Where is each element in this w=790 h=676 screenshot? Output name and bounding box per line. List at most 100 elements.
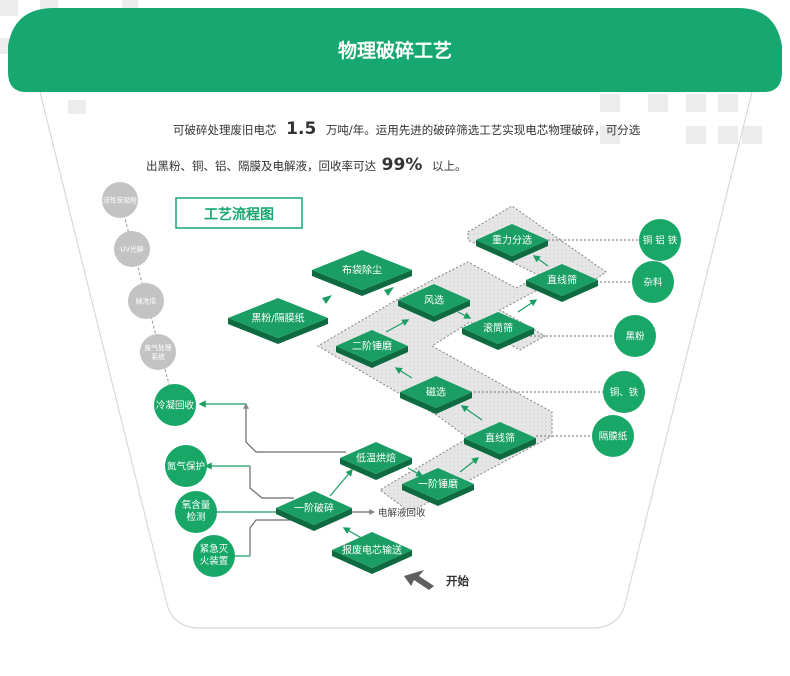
tile-top — [462, 312, 534, 344]
tile-top — [340, 442, 412, 474]
tile-budai-chuchen: 布袋除尘 — [312, 250, 412, 296]
exhaust-label-system-2: 系统 — [151, 352, 165, 361]
intro-recovery-number: 99% — [382, 155, 423, 175]
intro-line-2-after: 以上。 — [432, 159, 467, 173]
tile-side — [476, 240, 548, 262]
tile-top — [400, 376, 472, 408]
tile-side — [336, 346, 408, 368]
output-circle-cu-al-fe — [639, 219, 681, 261]
exhaust-label-system-1: 废气处理 — [144, 343, 171, 352]
tile-label-cixuan: 磁选 — [426, 386, 446, 399]
page-title: 物理破碎工艺 — [338, 39, 452, 62]
intro-line-1-before: 可破碎处理废旧电芯 — [173, 123, 277, 137]
tile-fengxuan: 风选 — [398, 284, 470, 322]
intro-line-1-after: 万吨/年。运用先进的破碎筛选工艺实现电芯物理破碎，可分选 — [326, 123, 641, 137]
output-circle-black-powder — [614, 315, 656, 357]
tile-label-yijie-chuimo: 一阶锤磨 — [418, 478, 458, 491]
label-oxygen-detection-1: 氧含量 — [182, 499, 211, 511]
connectors — [198, 239, 640, 560]
exhaust-node-uv — [114, 231, 150, 267]
tile-label-fengxuan: 风选 — [424, 294, 444, 307]
exhaust-node-system — [140, 334, 176, 370]
tile-side — [526, 280, 598, 302]
tile-side — [228, 318, 328, 344]
tile-yijie-posui: 一阶破碎 — [276, 491, 352, 531]
tile-top — [336, 330, 408, 362]
tile-top — [332, 532, 412, 568]
output-circle-cu-fe — [603, 371, 645, 413]
flow-title-box — [175, 197, 303, 229]
tile-side — [312, 270, 412, 296]
funnel-outline — [39, 91, 753, 629]
start-label: 开始 — [446, 574, 469, 588]
tile-side — [402, 484, 474, 506]
tile-side — [464, 438, 536, 460]
exhaust-label-alkali: 碱洗塔 — [136, 297, 157, 306]
tile-top — [276, 491, 352, 525]
tile-side — [340, 458, 412, 480]
tile-label-heifen-gemozhi: 黑粉/隔膜纸 — [251, 312, 304, 325]
tile-label-diwen-hongbei: 低温烘焙 — [356, 452, 396, 465]
output-label-cu-fe: 铜、铁 — [610, 387, 639, 399]
exhaust-column: 活性炭吸附 UV光解 碱洗塔 废气处理 系统 — [102, 182, 176, 389]
exhaust-node-carbon — [102, 182, 138, 218]
exhaust-label-uv: UV光解 — [120, 245, 143, 254]
label-fire-suppression-2: 火装置 — [200, 555, 229, 567]
exhaust-label-carbon: 活性炭吸附 — [103, 196, 137, 205]
dust-arrow-icon — [322, 295, 332, 304]
output-circle-separator-paper — [592, 415, 634, 457]
tile-label-zhixianshai-lower: 直线筛 — [485, 432, 515, 445]
tile-side — [332, 550, 412, 574]
decor-squares — [0, 0, 762, 144]
tile-label-erjie-chuimo: 二阶锤磨 — [352, 340, 392, 353]
tile-top — [476, 224, 548, 256]
output-label-cu-al-fe: 铜 铝 铁 — [643, 235, 678, 247]
tile-side — [462, 328, 534, 350]
tile-label-yijie-posui: 一阶破碎 — [294, 502, 334, 515]
label-condense-recovery: 冷凝回收 — [156, 400, 195, 412]
electrolyte-recovery-label: 电解液回收 — [378, 507, 426, 519]
label-nitrogen-protection: 氮气保护 — [167, 461, 205, 473]
circle-fire-suppression — [193, 535, 235, 577]
left-support-circles: 冷凝回收 氮气保护 氧含量 检测 紧急灭 火装置 — [154, 384, 235, 577]
tile-yijie-chuimo: 一阶锤磨 — [402, 468, 474, 506]
tile-zhixianshai-upper: 直线筛 — [526, 264, 598, 302]
tile-side — [276, 508, 352, 531]
label-fire-suppression-1: 紧急灭 — [200, 543, 229, 555]
tile-side — [400, 392, 472, 414]
tile-erjie-chuimo: 二阶锤磨 — [336, 330, 408, 368]
dust-arrow-icon — [384, 287, 394, 296]
tile-heifen-gemozhi: 黑粉/隔膜纸 — [228, 298, 328, 344]
exhaust-node-alkali — [128, 283, 164, 319]
tile-guntongshai: 滚筒筛 — [462, 312, 534, 350]
output-circle-sundries — [632, 261, 674, 303]
output-label-sundries: 杂料 — [643, 277, 663, 289]
circle-oxygen-detection — [175, 491, 217, 533]
tile-top — [228, 298, 328, 338]
tile-cixuan: 磁选 — [400, 376, 472, 414]
tile-baofei: 报废电芯输送 — [332, 532, 412, 574]
tile-label-guntongshai: 滚筒筛 — [483, 322, 513, 335]
circle-nitrogen-protection — [165, 445, 207, 487]
output-circles: 铜 铝 铁 杂料 黑粉 铜、铁 隔膜纸 — [592, 219, 681, 457]
intro-line-2: 出黑粉、铜、铝、隔膜及电解液，回收率可达 99% 以上。 — [146, 155, 467, 175]
intro-line-2-before: 出黑粉、铜、铝、隔膜及电解液，回收率可达 — [146, 159, 376, 173]
tile-top — [526, 264, 598, 296]
tile-top — [402, 468, 474, 500]
tile-top — [398, 284, 470, 316]
process-tiles: 报废电芯输送一阶破碎低温烘焙一阶锤磨直线筛磁选二阶锤磨风选滚筒筛直线筛重力分选布… — [228, 224, 598, 574]
tile-zhongli-fenxuan: 重力分选 — [476, 224, 548, 262]
label-oxygen-detection-2: 检测 — [186, 511, 205, 523]
start-arrow-icon — [404, 570, 434, 590]
tile-label-baofei: 报废电芯输送 — [342, 544, 402, 557]
output-label-separator-paper: 隔膜纸 — [599, 431, 628, 443]
circle-condense-recovery — [154, 384, 196, 426]
header-band — [8, 8, 782, 92]
output-label-black-powder: 黑粉 — [625, 331, 645, 343]
tile-side — [398, 300, 470, 322]
tile-label-budai-chuchen: 布袋除尘 — [342, 264, 382, 277]
tile-label-zhongli-fenxuan: 重力分选 — [492, 234, 532, 247]
tile-top — [312, 250, 412, 290]
